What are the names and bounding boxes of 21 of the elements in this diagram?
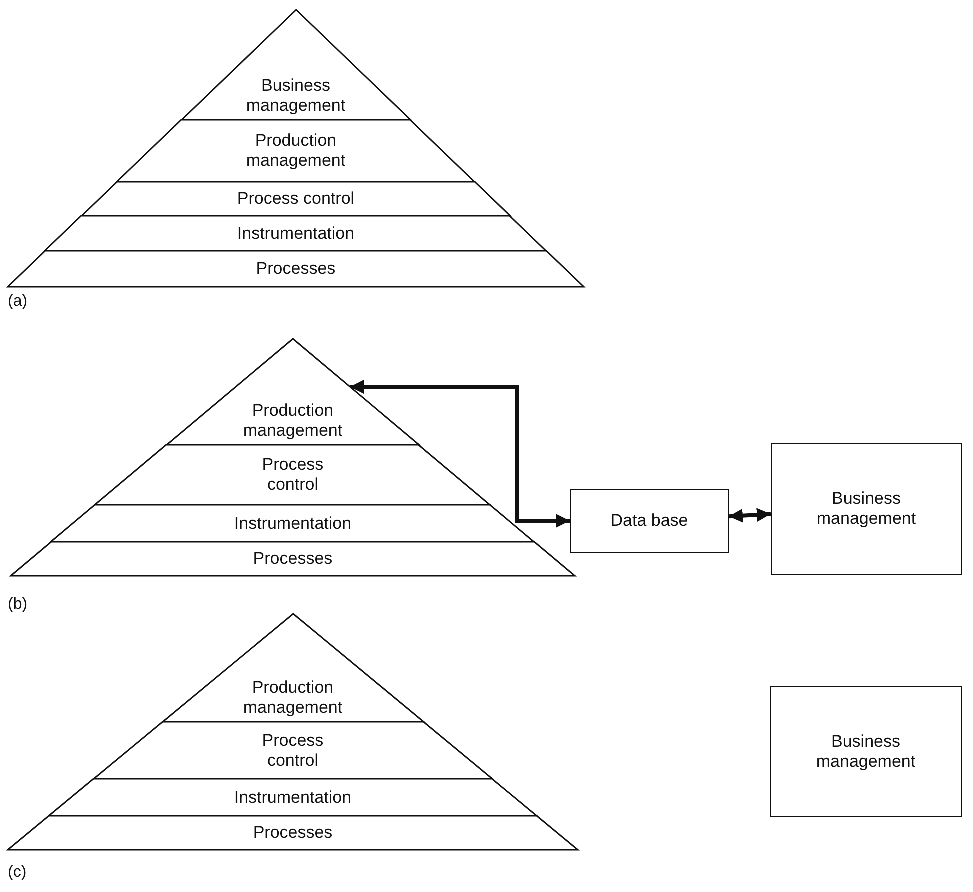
pyramid-layer: Production management	[117, 120, 475, 182]
process-box: Data base	[570, 489, 729, 553]
arrow	[728, 508, 772, 523]
pyramid-layer: Instrumentation	[51, 505, 535, 542]
pyramid-layer: Processes	[11, 542, 575, 576]
pyramid-apex-layer: Production management	[162, 614, 424, 722]
pyramid-apex-layer: Production management	[166, 339, 420, 445]
pyramid-layer: Process control	[94, 722, 492, 779]
pyramid-layer: Process control	[82, 182, 510, 216]
pyramid-layer: Processes	[8, 251, 584, 287]
pyramid-layer: Instrumentation	[49, 779, 537, 816]
panel-label: (b)	[8, 596, 28, 614]
process-box: Business management	[770, 686, 962, 817]
panel-label: (c)	[8, 864, 27, 882]
pyramid-layer: Process control	[95, 445, 490, 505]
arrow	[350, 380, 570, 528]
pyramid-layer: Processes	[8, 816, 578, 850]
process-box: Business management	[771, 443, 962, 575]
pyramid-apex-layer: Business management	[182, 10, 410, 120]
pyramid-layer: Instrumentation	[45, 216, 547, 251]
panel-label: (a)	[8, 293, 28, 311]
